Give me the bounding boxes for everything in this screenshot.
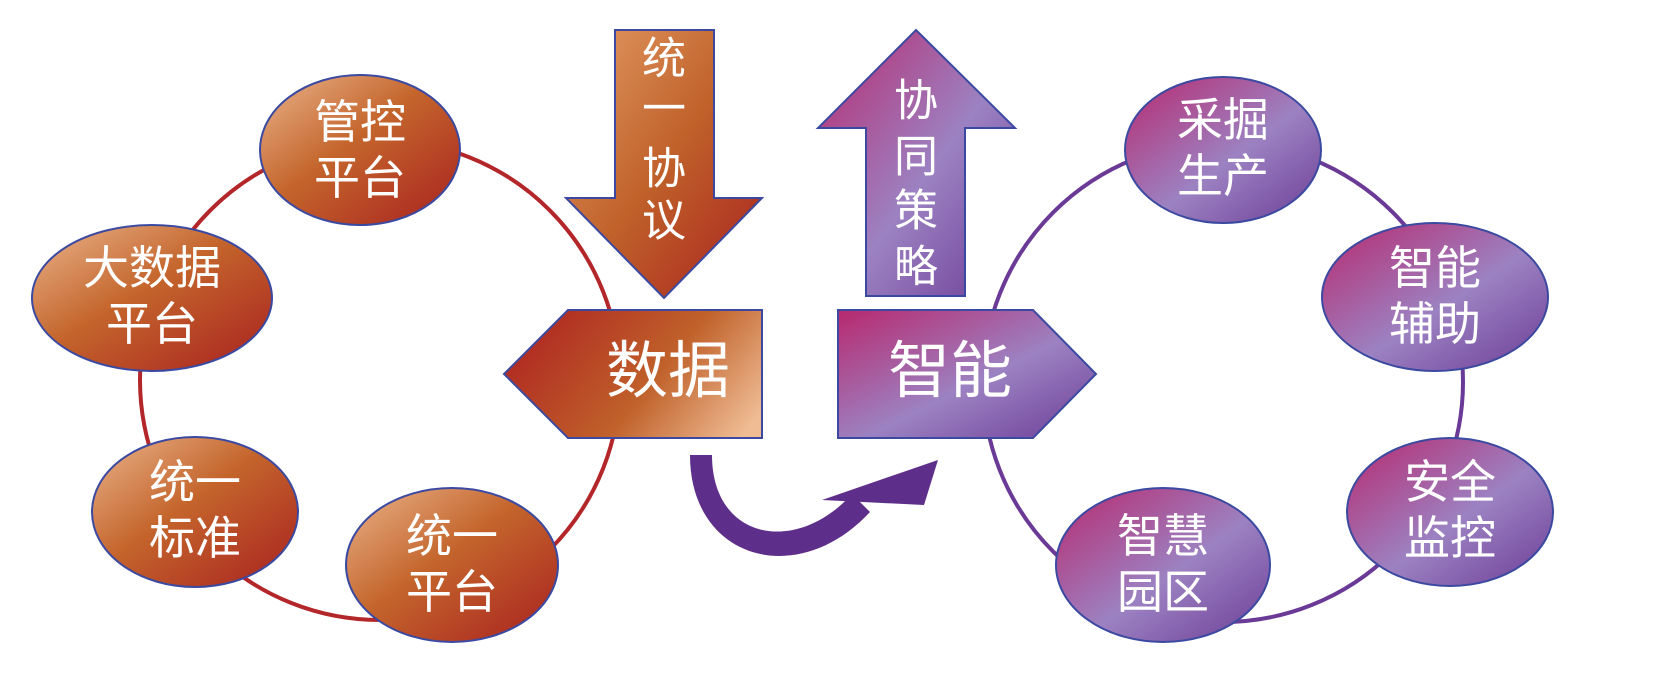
node-label-line2: 园区 [1117, 565, 1209, 619]
node-label-line2: 生产 [1177, 149, 1269, 203]
node-label-line1: 管控 [314, 95, 406, 149]
arrow-char: 一 [642, 84, 686, 135]
down-arrow-unified-protocol: 统 一 协 议 [563, 29, 765, 300]
node-label-line2: 标准 [149, 511, 241, 565]
arrow-char: 略 [894, 242, 938, 293]
intelligence-block-label: 智能 [888, 334, 1012, 407]
right-node-intelligent-assist: 智能 辅助 [1321, 222, 1549, 372]
node-label-line1: 智能 [1389, 241, 1481, 295]
node-label-line2: 监控 [1404, 511, 1496, 565]
arrow-char: 协 [894, 76, 938, 127]
node-label-line2: 平台 [106, 297, 198, 351]
arrow-char: 统 [642, 34, 686, 85]
node-label-line2: 平台 [314, 151, 406, 205]
arrow-char: 协 [642, 144, 686, 195]
left-node-management-platform: 管控 平台 [259, 74, 461, 226]
curved-flow-arrow [690, 455, 938, 556]
intelligence-block: 智能 [837, 309, 1098, 439]
arrow-char: 议 [642, 196, 686, 247]
node-label-line1: 统一 [406, 509, 498, 563]
node-label-line2: 辅助 [1389, 297, 1481, 351]
left-node-unified-standard: 统一 标准 [91, 436, 299, 588]
data-block-label: 数据 [606, 334, 730, 407]
left-node-unified-platform: 统一 平台 [345, 487, 559, 643]
right-node-safety-monitoring: 安全 监控 [1346, 437, 1554, 587]
node-label-line2: 平台 [406, 565, 498, 619]
node-label-line1: 智慧 [1117, 509, 1209, 563]
arrow-char: 同 [894, 132, 938, 183]
node-label-line1: 安全 [1404, 455, 1496, 509]
right-node-smart-park: 智慧 园区 [1055, 487, 1271, 643]
arrow-char: 策 [894, 186, 938, 237]
node-label-line1: 大数据 [83, 241, 221, 295]
node-label-line1: 统一 [149, 455, 241, 509]
right-node-mining-production: 采掘 生产 [1124, 76, 1322, 224]
data-block: 数据 [502, 309, 763, 439]
node-label-line1: 采掘 [1177, 93, 1269, 147]
up-arrow-collaborative-strategy: 协 同 策 略 [815, 28, 1018, 297]
left-node-bigdata-platform: 大数据 平台 [31, 224, 273, 372]
